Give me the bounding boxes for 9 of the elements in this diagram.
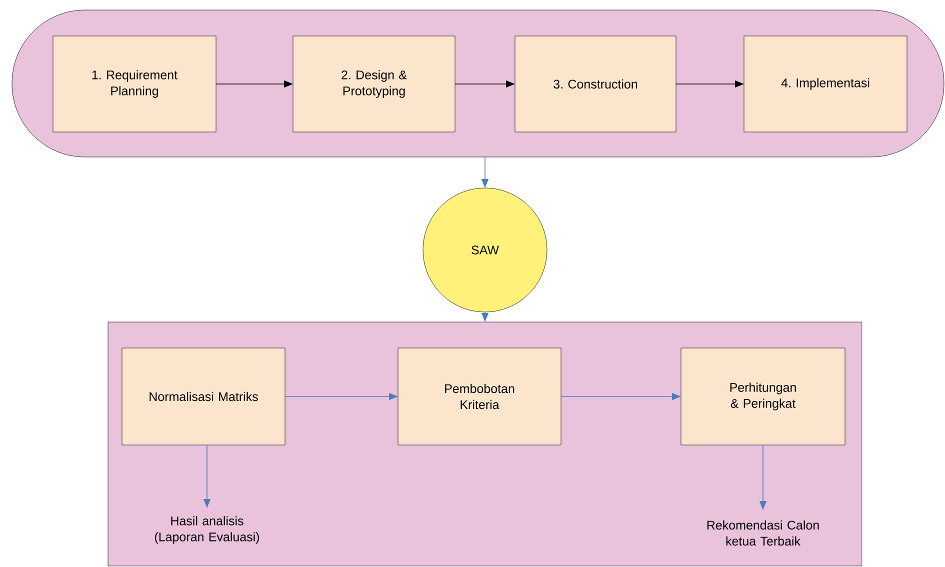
- process-box: Normalisasi Matriks: [122, 348, 286, 446]
- process-box: 2. Design & Prototyping: [292, 36, 456, 132]
- process-box: Pembobotan Kriteria: [398, 348, 562, 446]
- process-box: 1. Requirement Planning: [52, 36, 216, 132]
- output-text: Hasil analisis (Laporan Evaluasi): [154, 516, 260, 544]
- output-text: Rekomendasi Calon ketua Terbaik: [707, 520, 819, 546]
- process-box: Perhitungan & Peringkat: [680, 348, 846, 446]
- process-box: 4. Implementasi: [744, 36, 908, 132]
- process-box: 3. Construction: [514, 36, 676, 132]
